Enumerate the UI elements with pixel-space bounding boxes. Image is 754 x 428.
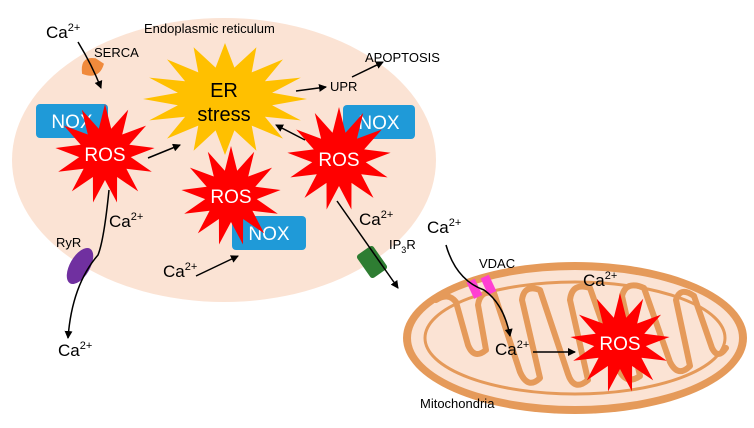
calcium-label-serca: Ca2+ bbox=[46, 22, 80, 42]
apoptosis-label: APOPTOSIS bbox=[365, 50, 440, 65]
serca-label: SERCA bbox=[94, 45, 139, 60]
mitochondria-label: Mitochondria bbox=[420, 396, 495, 411]
arrow-ca-to-nox bbox=[195, 255, 239, 277]
svg-text:ROS: ROS bbox=[84, 145, 125, 166]
calcium-label-cytosol: Ca2+ bbox=[427, 217, 461, 237]
er-label: Endoplasmic reticulum bbox=[144, 21, 275, 36]
upr-label: UPR bbox=[330, 79, 357, 94]
vdac-channel-right bbox=[480, 274, 497, 295]
ip3r-channel bbox=[356, 245, 388, 279]
er-stress-line1: ER bbox=[210, 80, 238, 102]
calcium-label-ryr-inside: Ca2+ bbox=[109, 211, 143, 231]
arrows bbox=[64, 41, 576, 356]
arrow-ros-to-stress-right bbox=[275, 124, 306, 141]
calcium-label-nox: Ca2+ bbox=[163, 261, 197, 281]
er-stress-burst: ER stress bbox=[143, 43, 307, 155]
ros-burst-left: ROS bbox=[55, 104, 155, 203]
calcium-label-ryr-outside: Ca2+ bbox=[58, 340, 92, 360]
svg-text:NOX: NOX bbox=[358, 113, 400, 134]
arrow-ryr-release bbox=[64, 189, 110, 339]
svg-text:ROS: ROS bbox=[210, 187, 251, 208]
arrow-ca-through-vdac bbox=[445, 244, 513, 337]
ryr-label: RyR bbox=[56, 235, 81, 250]
arrow-ip3r-release bbox=[336, 200, 399, 289]
arrow-ros-to-stress bbox=[147, 143, 181, 159]
ros-burst-center: ROS bbox=[181, 146, 281, 245]
er-stress-line2: stress bbox=[197, 104, 250, 126]
svg-text:ROS: ROS bbox=[599, 334, 640, 355]
nox-box-center: NOX bbox=[232, 216, 306, 250]
svg-text:ROS: ROS bbox=[318, 150, 359, 171]
ryr-channel bbox=[66, 247, 94, 285]
serca-pump bbox=[81, 57, 104, 76]
vdac-label: VDAC bbox=[479, 256, 515, 271]
arrow-stress-to-upr bbox=[295, 83, 327, 92]
calcium-label-mito: Ca2+ bbox=[495, 339, 529, 359]
er-compartment bbox=[12, 18, 436, 302]
arrow-ca-to-serca bbox=[77, 41, 103, 89]
ip3r-label: IP3R bbox=[389, 237, 416, 255]
nox-box-right: NOX bbox=[343, 105, 415, 139]
svg-text:NOX: NOX bbox=[248, 224, 290, 245]
svg-text:NOX: NOX bbox=[51, 112, 93, 133]
ros-burst-right: ROS bbox=[287, 107, 391, 210]
ros-burst-mito: ROS bbox=[570, 293, 670, 392]
calcium-label-ip3r: Ca2+ bbox=[359, 209, 393, 229]
arrow-upr-to-apoptosis bbox=[351, 61, 384, 78]
calcium-label-mito-top: Ca2+ bbox=[583, 270, 617, 290]
